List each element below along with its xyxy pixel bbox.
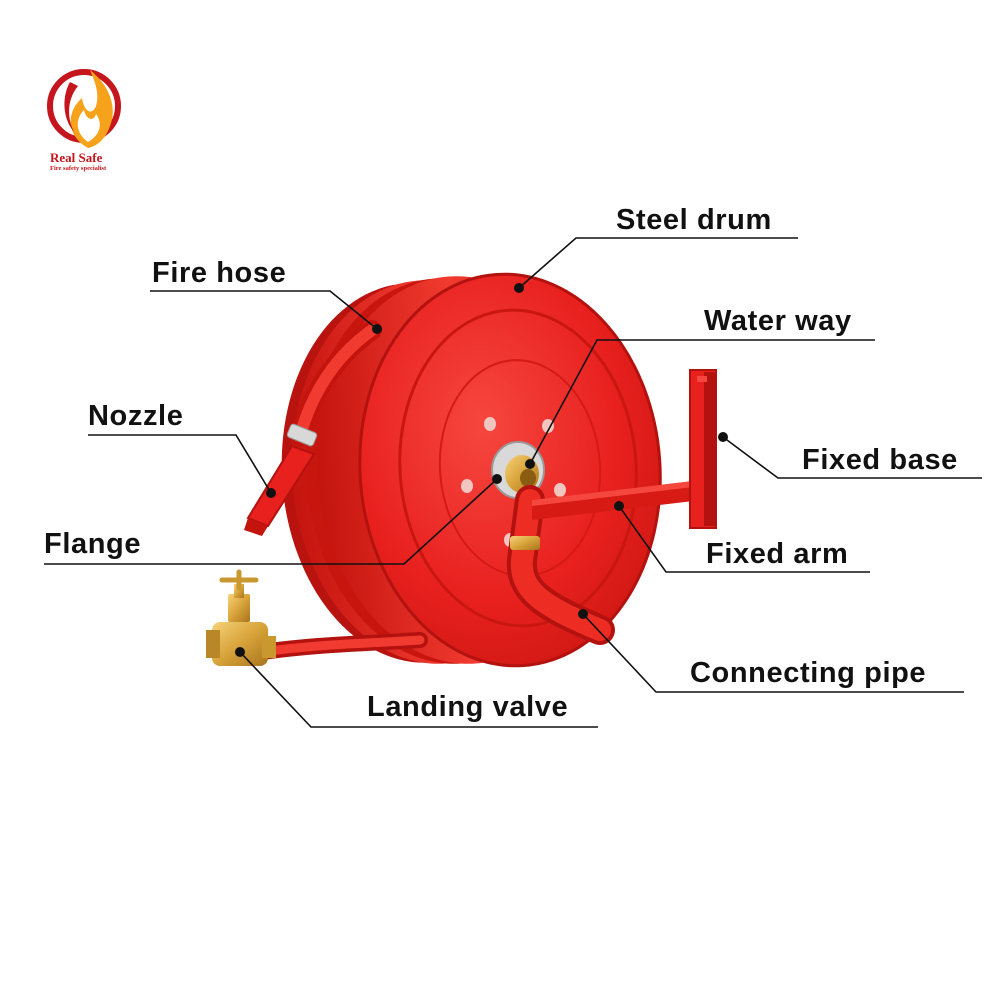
label-landing-valve: Landing valve (367, 691, 569, 723)
leader-fixed-base (722, 436, 982, 479)
fixed-arm (532, 480, 702, 520)
label-fire-hose: Fire hose (152, 257, 287, 289)
label-steel-drum: Steel drum (616, 204, 772, 236)
label-fixed-base: Fixed base (802, 444, 958, 476)
leader-nozzle (88, 434, 272, 494)
leader-landing-valve (239, 651, 598, 728)
leader-fire-hose (150, 290, 378, 330)
leader-steel-drum (518, 237, 798, 289)
leader-lines (44, 237, 982, 728)
label-water-way: Water way (704, 305, 852, 337)
leader-water-way (529, 339, 875, 465)
landing-valve (206, 569, 428, 666)
label-fixed-arm: Fixed arm (706, 538, 849, 570)
label-flange: Flange (44, 528, 142, 560)
real-safe-logo-icon (47, 69, 121, 148)
leader-fixed-arm (618, 505, 870, 573)
leader-flange (44, 478, 498, 565)
brand-tagline: Fire safety specialist (50, 165, 107, 172)
label-connecting-pipe: Connecting pipe (690, 657, 927, 689)
leader-dots (235, 283, 728, 657)
label-nozzle: Nozzle (88, 400, 184, 432)
fixed-base (689, 369, 717, 529)
connecting-pipe (506, 485, 615, 645)
brand-name: Real Safe (50, 150, 103, 165)
nozzle (244, 320, 382, 536)
leader-connecting-pipe (582, 613, 964, 693)
